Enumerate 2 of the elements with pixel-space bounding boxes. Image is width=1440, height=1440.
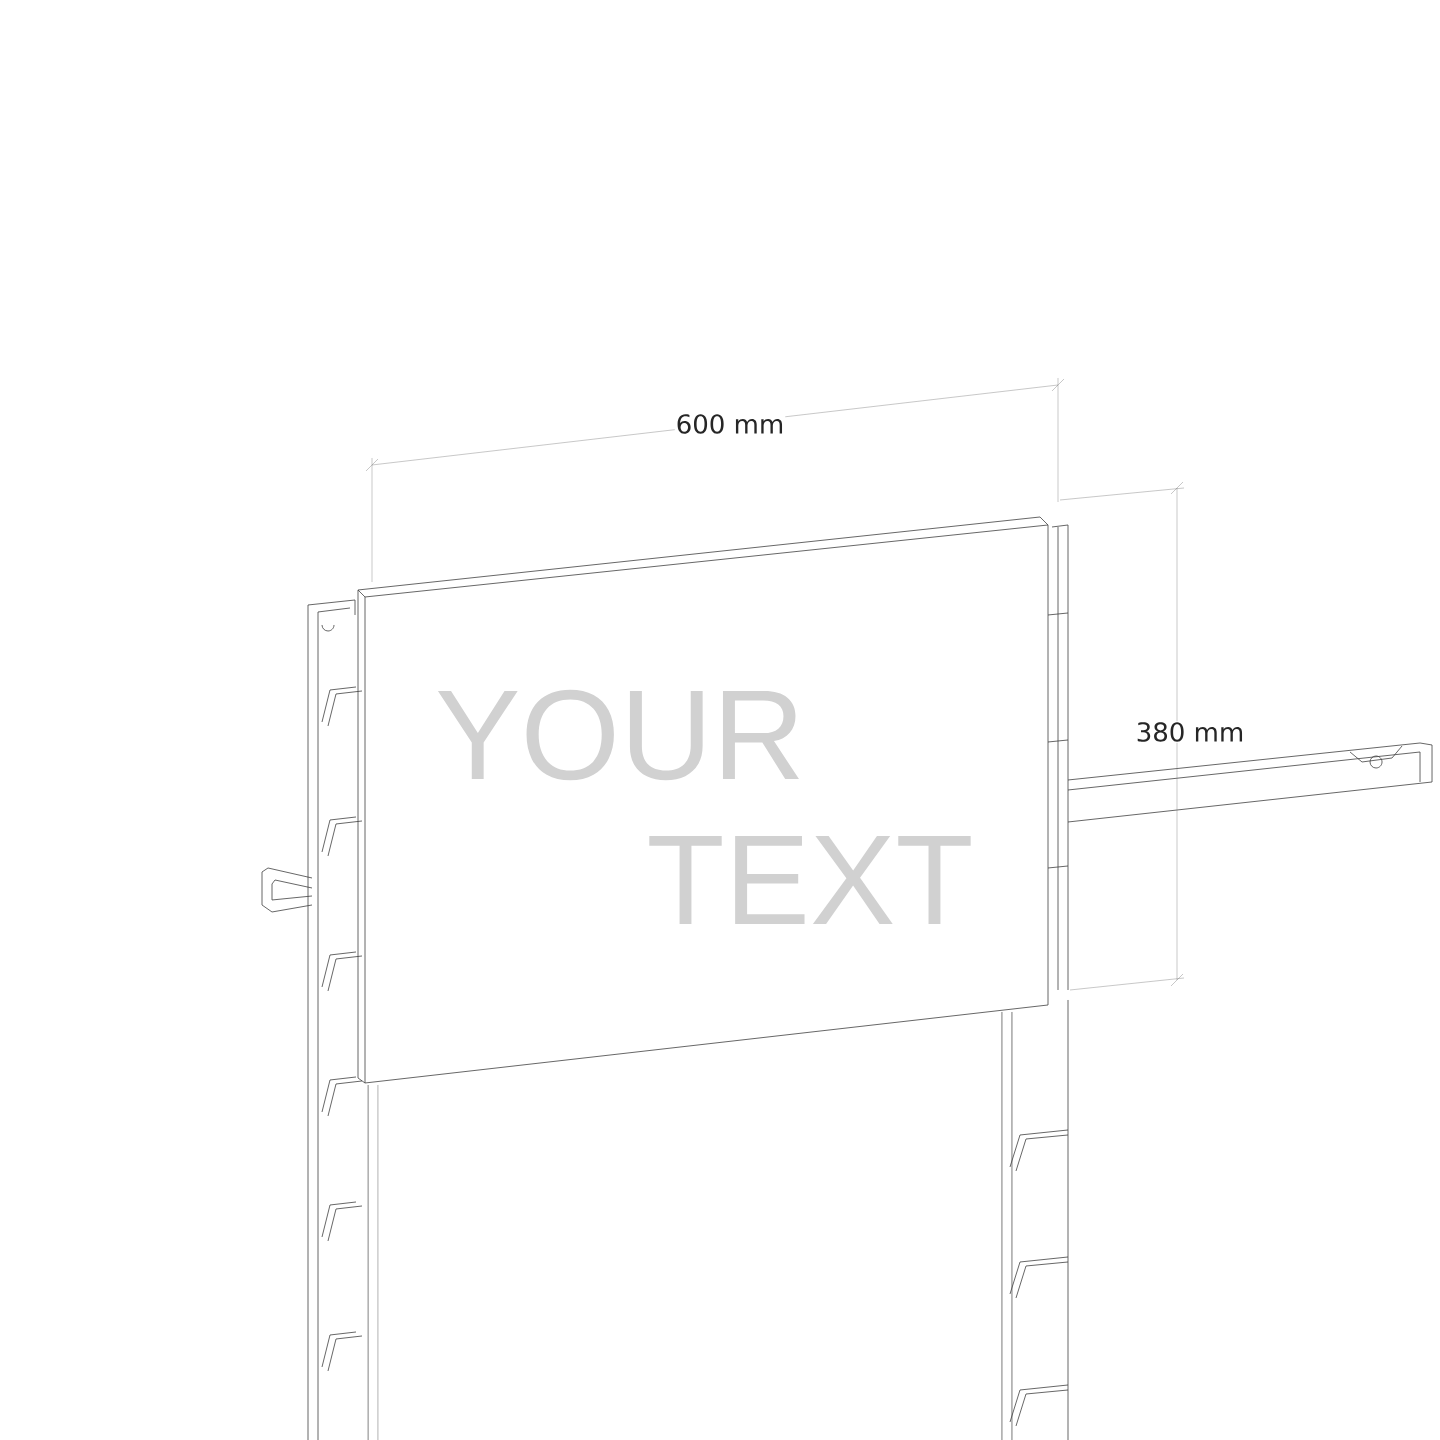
dimension-label: 380 mm — [1134, 721, 1246, 743]
dimension-label: 600 mm — [674, 413, 786, 435]
